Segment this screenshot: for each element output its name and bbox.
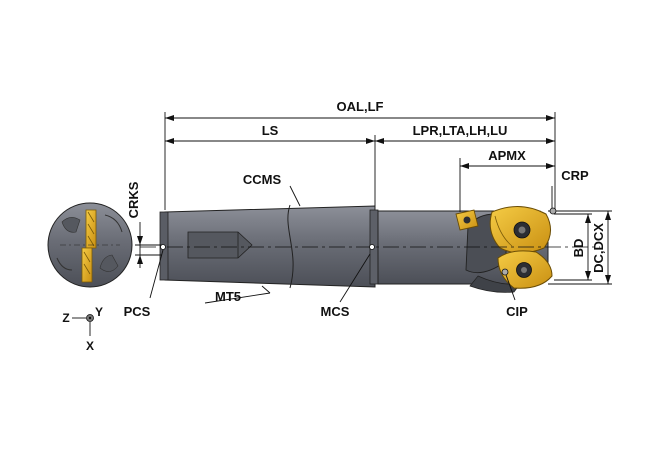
axis-z-label: Z <box>62 311 69 325</box>
upper-insert <box>489 206 551 254</box>
axis-y-label: Y <box>95 305 103 319</box>
oal-lf-label: OAL,LF <box>337 99 384 114</box>
mcs-point-icon <box>369 244 375 250</box>
lower-insert <box>497 250 553 289</box>
lpr-lta-lh-lu-label: LPR,LTA,LH,LU <box>413 123 508 138</box>
crks-label: CRKS <box>126 181 141 218</box>
pcs-label: PCS <box>124 304 151 319</box>
dc-dcx-label: DC,DCX <box>591 223 606 273</box>
bd-label: BD <box>571 239 586 258</box>
ls-label: LS <box>262 123 279 138</box>
cip-point-icon <box>501 268 509 276</box>
dimension-lines <box>135 112 612 304</box>
pcs-point-icon <box>160 244 166 250</box>
apmx-label: APMX <box>488 148 526 163</box>
small-insert <box>455 209 479 231</box>
mcs-label: MCS <box>321 304 350 319</box>
ccms-label: CCMS <box>243 172 282 187</box>
coordinate-origin-icon <box>72 314 94 336</box>
mt5-label: MT5 <box>215 289 241 304</box>
crp-label: CRP <box>561 168 589 183</box>
reference-point-icon <box>549 207 557 215</box>
cip-label: CIP <box>506 304 528 319</box>
axis-x-label: X <box>86 339 94 353</box>
tool-end-view-icon <box>47 202 133 288</box>
